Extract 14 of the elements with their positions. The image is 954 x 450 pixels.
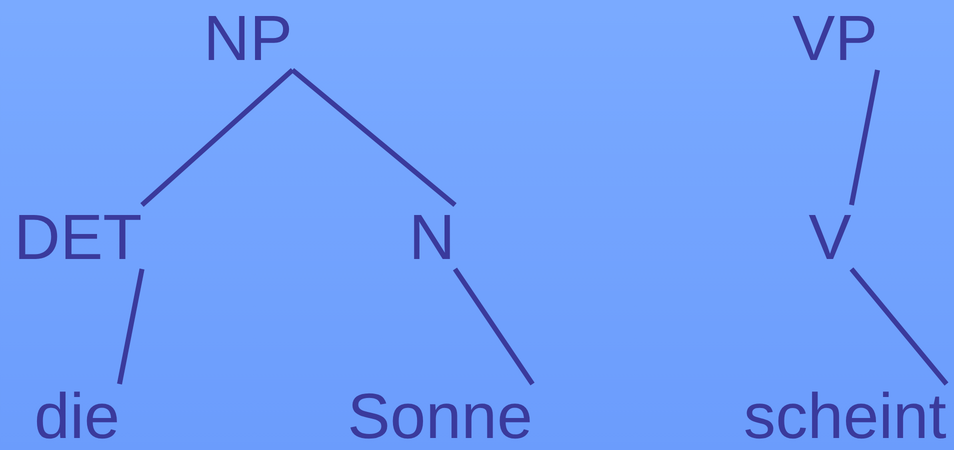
tree-branch-line	[117, 268, 144, 384]
tree-node-label: N	[408, 205, 456, 269]
tree-node-label: NP	[204, 6, 292, 70]
tree-node-label: die	[34, 384, 120, 448]
tree-node-label: DET	[14, 205, 142, 269]
tree-node-label: Sonne	[347, 384, 533, 448]
tree-branch-line	[452, 268, 535, 386]
tree-branch-line	[850, 267, 948, 386]
tree-node-label: VP	[792, 6, 878, 70]
tree-branch-line	[849, 70, 880, 206]
tree-branch-line	[290, 68, 457, 207]
tree-branch-line	[140, 68, 294, 207]
tree-node-label: V	[808, 205, 852, 269]
tree-node-label: scheint	[744, 384, 946, 448]
